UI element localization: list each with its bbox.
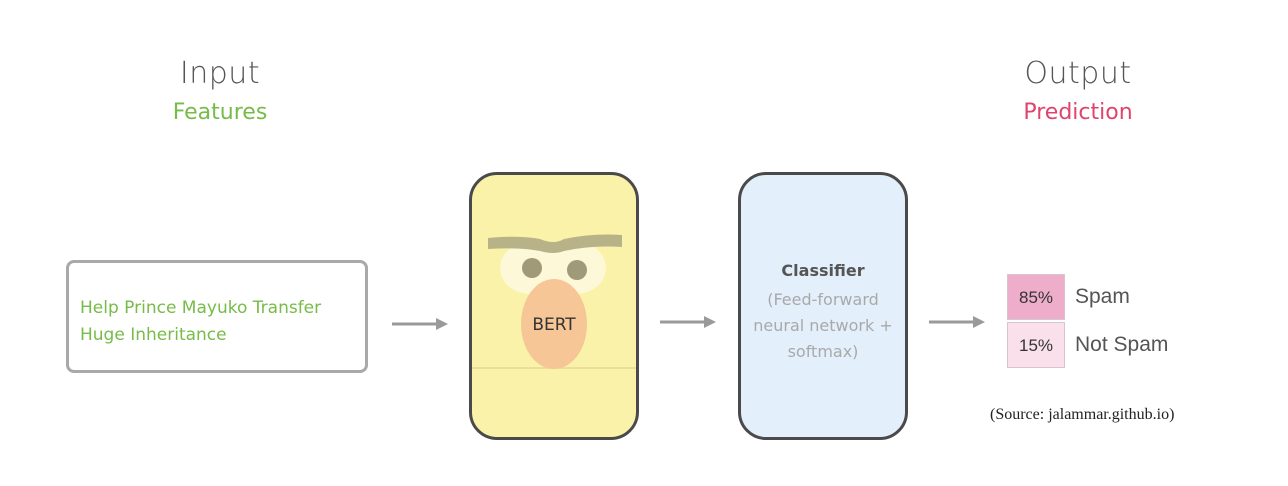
spam-probability-cell: 85% bbox=[1007, 274, 1065, 320]
features-label: Features bbox=[172, 100, 268, 125]
input-text-box: Help Prince Mayuko Transfer Huge Inherit… bbox=[66, 260, 368, 373]
source-note: (Source: jalammar.github.io) bbox=[990, 406, 1175, 423]
input-heading: Input bbox=[179, 56, 261, 91]
output-heading: Output bbox=[1024, 56, 1132, 91]
classifier-description: (Feed-forward neural network + softmax) bbox=[753, 290, 893, 361]
classifier-box: Classifier (Feed-forward neural network … bbox=[738, 172, 908, 440]
bert-label: BERT bbox=[532, 315, 576, 335]
not-spam-probability-cell: 15% bbox=[1007, 322, 1065, 368]
spam-label: Spam bbox=[1075, 285, 1130, 308]
arrow-right-icon bbox=[929, 316, 985, 328]
prediction-label: Prediction bbox=[1023, 100, 1133, 125]
arrow-right-icon bbox=[392, 318, 448, 330]
bert-face-icon bbox=[472, 234, 636, 369]
input-sentence: Help Prince Mayuko Transfer Huge Inherit… bbox=[80, 298, 322, 345]
bert-model-box: BERT bbox=[469, 172, 639, 440]
classifier-title: Classifier bbox=[781, 261, 865, 280]
not-spam-label: Not Spam bbox=[1075, 333, 1169, 356]
arrow-right-icon bbox=[660, 316, 716, 328]
